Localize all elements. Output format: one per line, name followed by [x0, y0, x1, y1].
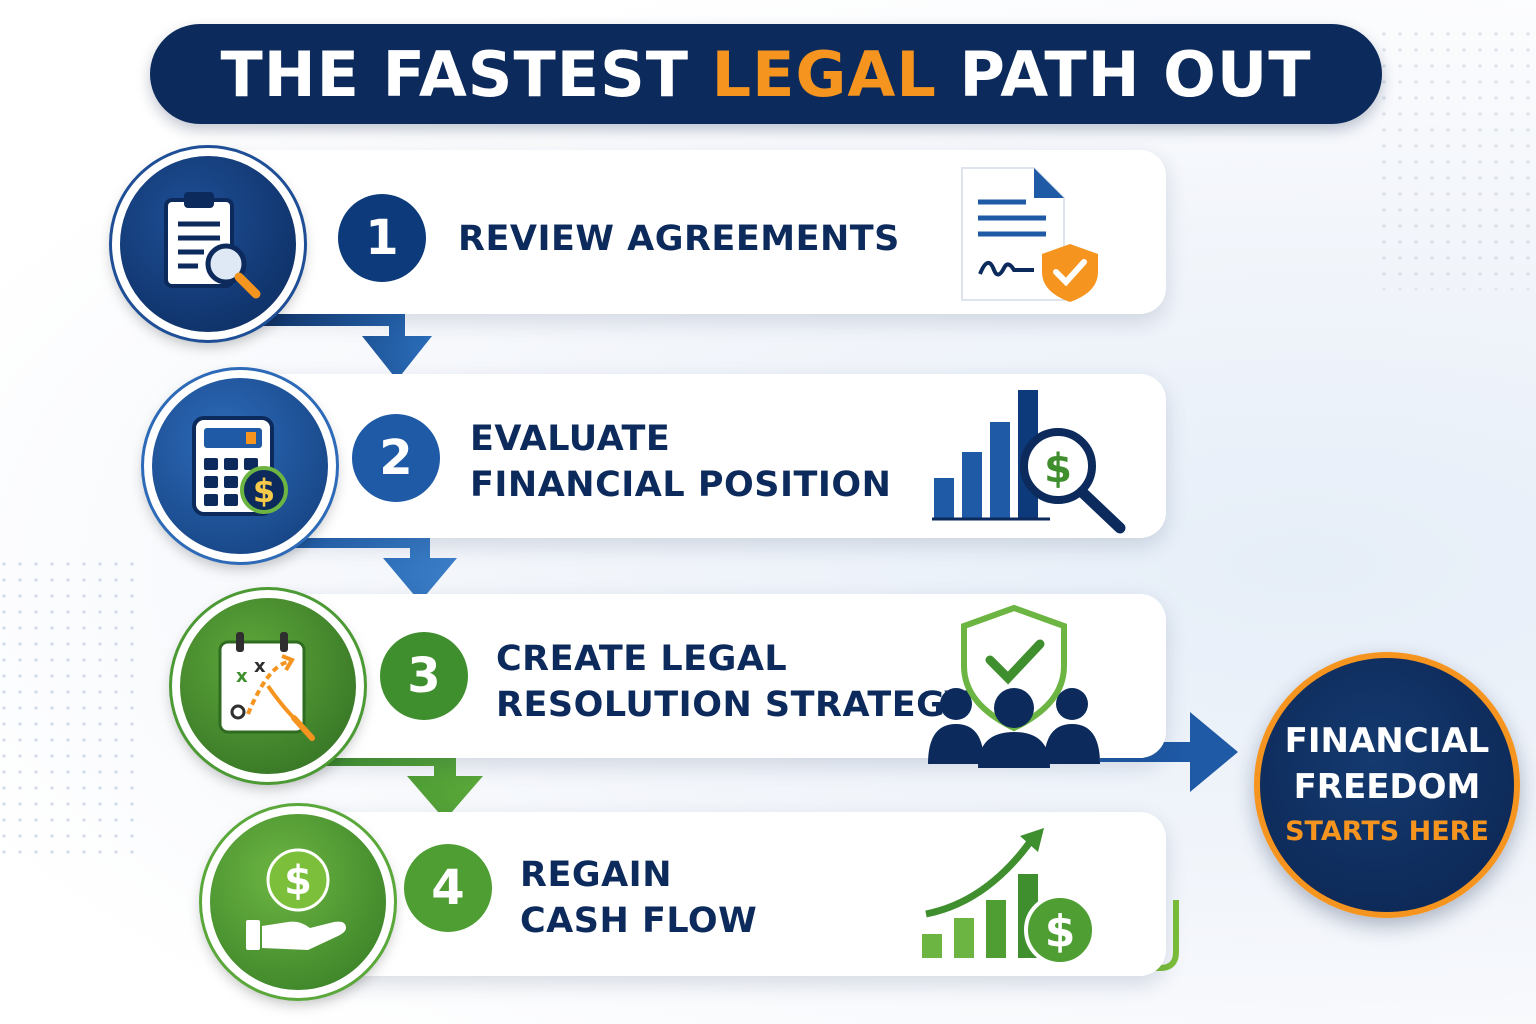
svg-text:$: $ [1045, 906, 1076, 957]
shield-team-icon [928, 604, 1100, 768]
page-title: THE FASTEST LEGAL PATH OUT [220, 38, 1311, 111]
step-icon-disc-3: x x [169, 587, 367, 785]
signed-document-shield-icon [961, 167, 1098, 302]
step-label-4: REGAIN CASH FLOW [520, 855, 758, 941]
outcome-badge: FINANCIAL FREEDOM STARTS HERE [1254, 652, 1520, 918]
step-icon-disc-4: $ [199, 803, 397, 1001]
step-icon-disc-1 [109, 145, 307, 343]
title-prefix: THE FASTEST [220, 37, 712, 111]
step-icon-disc-2: $ [141, 367, 339, 565]
svg-text:x: x [254, 656, 266, 677]
growth-chart-dollar-icon: $ [922, 828, 1096, 966]
step-label-1: REVIEW AGREEMENTS [458, 219, 900, 259]
step-number-4: 4 [404, 844, 492, 932]
step-number-1: 1 [338, 194, 426, 282]
svg-text:$: $ [253, 472, 275, 510]
arrow-step2-to-step3 [268, 534, 457, 602]
outcome-line-2: FREEDOM [1293, 767, 1481, 807]
card4-underline [330, 900, 1179, 971]
step-label-2: EVALUATE FINANCIAL POSITION [470, 419, 892, 505]
title-accent: LEGAL [711, 37, 937, 111]
strategy-calendar-icon: x x [218, 632, 315, 741]
arrow-to-outcome [1100, 712, 1238, 792]
arrow-step3-to-step4 [300, 752, 483, 820]
outcome-line-1: FINANCIAL [1284, 721, 1490, 761]
svg-text:$: $ [284, 858, 312, 904]
dot-pattern-right [1380, 30, 1536, 290]
title-banner: THE FASTEST LEGAL PATH OUT [150, 24, 1382, 124]
step-number-3: 3 [380, 632, 468, 720]
svg-text:x: x [236, 666, 248, 687]
svg-text:$: $ [1044, 446, 1072, 492]
clipboard-magnifier-icon [164, 192, 261, 299]
outcome-line-3: STARTS HERE [1285, 816, 1489, 847]
step-number-2: 2 [352, 414, 440, 502]
bar-chart-magnifier-icon: $ [932, 390, 1126, 534]
step-label-3: CREATE LEGAL RESOLUTION STRATEGY [496, 639, 971, 725]
dot-pattern-left [0, 560, 140, 860]
title-suffix: PATH OUT [936, 37, 1312, 111]
hand-dollar-icon: $ [246, 848, 346, 950]
calculator-dollar-icon: $ [192, 416, 288, 516]
